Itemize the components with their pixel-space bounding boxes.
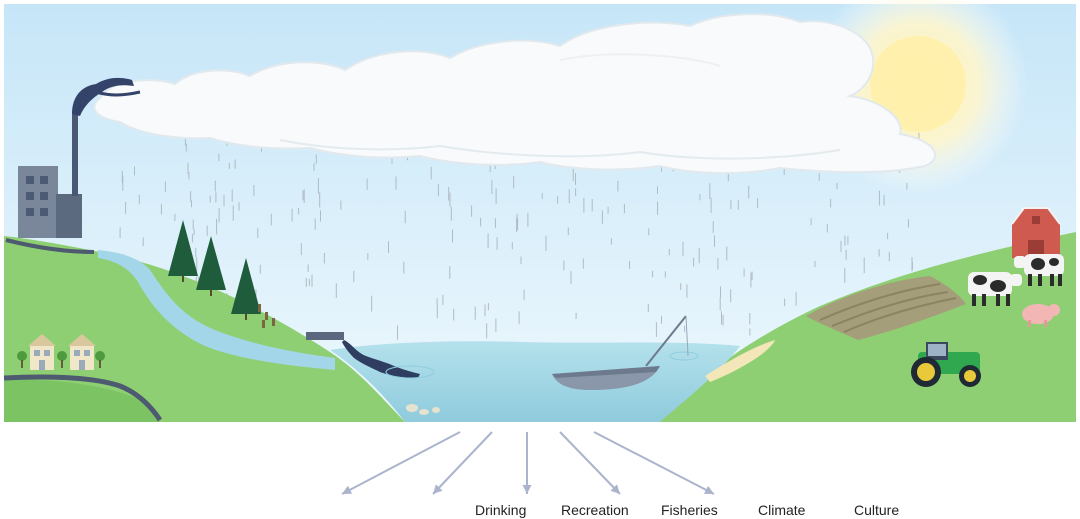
road-upper — [5, 238, 95, 254]
pollution-discharge — [342, 340, 420, 378]
arrow-head — [522, 485, 532, 494]
barn-icon — [1011, 207, 1061, 258]
cloud-icon — [93, 13, 937, 175]
label-fisheries: Fisheries — [661, 502, 718, 518]
river — [98, 250, 335, 370]
field-icon — [806, 276, 966, 340]
beach — [705, 340, 775, 382]
label-recreation: Recreation — [561, 502, 629, 518]
road-lower — [3, 374, 163, 422]
arrow-head — [610, 484, 620, 494]
arrow-icon — [341, 431, 461, 495]
water-ripple — [669, 351, 699, 361]
label-climate: Climate — [758, 502, 806, 518]
house-icon — [17, 334, 105, 370]
smoke-icon — [72, 77, 134, 116]
benefit-arrows — [341, 431, 715, 495]
left-hill-lower — [4, 379, 160, 422]
boat-icon — [552, 366, 660, 390]
arrow-icon — [559, 431, 621, 495]
fishing-rod-icon — [645, 315, 689, 367]
cow-icon — [968, 254, 1064, 306]
rocks — [406, 404, 440, 415]
label-drinking: Drinking — [475, 502, 527, 518]
arrow-head — [703, 485, 714, 494]
lake — [330, 341, 740, 422]
arrow-icon — [593, 431, 715, 495]
pipe-icon — [306, 332, 344, 340]
tree-icon — [168, 220, 275, 328]
tractor-icon — [911, 342, 981, 387]
arrow-head — [433, 484, 443, 494]
arrow-icon — [432, 431, 493, 495]
arrow-head — [342, 485, 353, 494]
factory-icon — [18, 112, 82, 238]
pig-icon — [1022, 304, 1060, 327]
water-ripple — [385, 365, 435, 379]
label-culture: Culture — [854, 502, 900, 518]
smoke-trail — [95, 90, 141, 97]
